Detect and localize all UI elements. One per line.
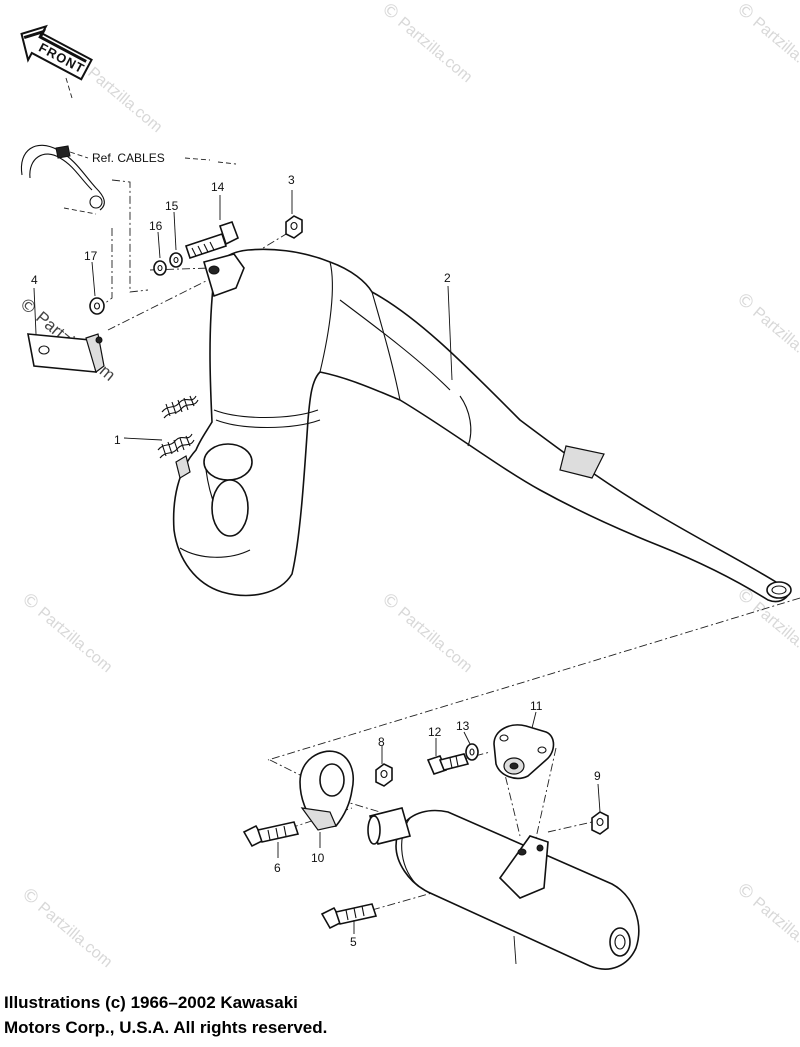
watermark-text: Partzilla.com bbox=[394, 14, 475, 86]
part-16-washer bbox=[153, 260, 167, 276]
callout-9: 9 bbox=[594, 769, 601, 783]
part-5-bolt bbox=[320, 903, 378, 930]
callout-10: 10 bbox=[311, 851, 325, 865]
part-3-nut bbox=[285, 215, 303, 239]
silencer bbox=[367, 807, 640, 970]
callout-12: 12 bbox=[428, 725, 442, 739]
watermark-text: Partzilla.com bbox=[34, 604, 115, 676]
part-17-washer bbox=[89, 297, 105, 315]
watermark-text: Partzilla.com bbox=[749, 599, 800, 671]
part-4-bracket bbox=[27, 333, 105, 373]
watermark-text: Partzilla.com bbox=[749, 304, 800, 376]
watermark-text: Partzilla.com bbox=[394, 604, 475, 676]
part-11-mount bbox=[493, 724, 555, 780]
part-8-nut bbox=[375, 763, 393, 787]
copyright-line-1: Illustrations (c) 1966–2002 Kawasaki bbox=[4, 993, 298, 1012]
part-14-bolt bbox=[184, 220, 240, 260]
callout-16: 16 bbox=[149, 219, 163, 233]
part-13-washer bbox=[465, 743, 479, 761]
callout-5: 5 bbox=[350, 935, 357, 949]
front-dashes bbox=[65, 77, 73, 99]
cable-reference: Ref. CABLES bbox=[20, 144, 237, 215]
watermark-text: Partzilla.com bbox=[84, 64, 165, 136]
watermark-text: Partzilla.com bbox=[749, 14, 800, 86]
callout-15: 15 bbox=[165, 199, 179, 213]
watermark-text: Partzilla.com bbox=[34, 899, 115, 971]
leader-lines bbox=[33, 190, 601, 965]
callout-11: 11 bbox=[530, 699, 543, 713]
part-9-nut bbox=[591, 811, 609, 835]
callout-2: 2 bbox=[444, 271, 451, 285]
part-12-bolt bbox=[426, 753, 470, 775]
callout-labels: 1 2 3 4 5 6 8 9 10 11 12 13 14 15 16 17 bbox=[31, 173, 601, 949]
copyright-line-2: Motors Corp., U.S.A. All rights reserved… bbox=[4, 1018, 328, 1037]
callout-3: 3 bbox=[288, 173, 295, 187]
callout-4: 4 bbox=[31, 273, 38, 287]
watermark-text: Partzilla.com bbox=[749, 894, 800, 966]
callout-1: 1 bbox=[114, 433, 121, 447]
callout-17: 17 bbox=[84, 249, 98, 263]
callout-8: 8 bbox=[378, 735, 385, 749]
part-2-exhaust-chamber bbox=[172, 248, 792, 603]
ref-cables-label: Ref. CABLES bbox=[92, 151, 165, 165]
callout-6: 6 bbox=[274, 861, 281, 875]
part-6-bolt bbox=[242, 821, 300, 848]
part-1-springs bbox=[157, 395, 199, 459]
copyright-notice: Illustrations (c) 1966–2002 Kawasaki Mot… bbox=[4, 990, 504, 1040]
ref-line-outlet bbox=[267, 597, 800, 761]
part-10-clamp bbox=[299, 750, 354, 831]
callout-13: 13 bbox=[456, 719, 470, 733]
callout-14: 14 bbox=[211, 180, 225, 194]
part-15-washer bbox=[169, 252, 183, 268]
